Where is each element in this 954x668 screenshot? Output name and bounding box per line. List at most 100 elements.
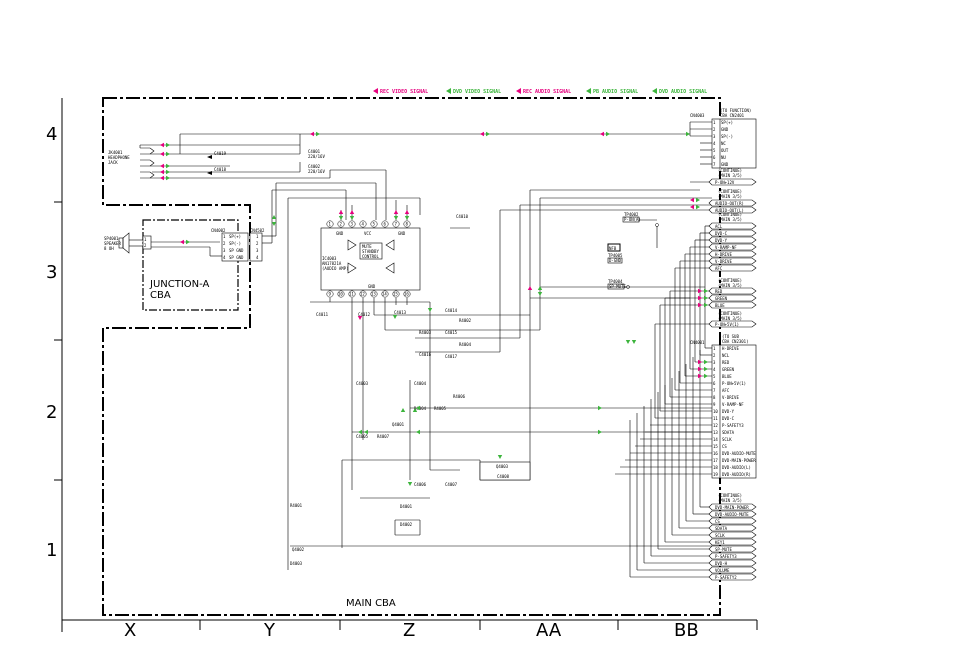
c4007-ref: C4007 <box>445 482 458 487</box>
flag-label: KEY1 <box>715 540 725 545</box>
signal-arrow <box>416 429 420 435</box>
svg-text:5: 5 <box>713 148 716 153</box>
q4002-ref: Q4001 <box>392 422 405 427</box>
ic4003-vcc-label: VCC <box>364 231 372 236</box>
q4003-box <box>479 461 531 481</box>
signal-arrow <box>497 455 503 459</box>
column-label-aa: AA <box>536 620 562 641</box>
signal-arrow <box>407 482 413 486</box>
svg-text:(MAIN 3/5): (MAIN 3/5) <box>718 283 742 288</box>
c4010-ref: C4010 <box>456 214 469 219</box>
flag-label: CS <box>715 519 720 524</box>
signal-arrow <box>160 151 164 157</box>
cn4002-ref: CN4002 <box>211 228 226 233</box>
signal-arrow <box>698 288 702 294</box>
cn4003-note-2: CBA CN2401 <box>720 113 745 118</box>
svg-text:NU: NU <box>721 155 726 160</box>
svg-text:5: 5 <box>373 222 376 227</box>
svg-text:TP4005: TP4005 <box>608 253 623 258</box>
svg-text:7: 7 <box>395 222 398 227</box>
ic4003-amp-1 <box>347 239 357 251</box>
legend-dvd-audio: DVD AUDIO SIGNAL <box>652 88 707 95</box>
cn4001-pin-number: 4 <box>713 367 716 372</box>
q4003-ref-2: Q4002 <box>292 547 305 552</box>
signal-arrow <box>358 429 362 435</box>
legend-rec-video: REC VIDEO SIGNAL <box>373 88 428 95</box>
svg-text:(CONTINUE): (CONTINUE) <box>718 212 742 217</box>
capacitor-c4002: C4002 220/16V <box>308 164 325 174</box>
signal-arrow <box>698 359 702 365</box>
signal-arrow <box>631 340 637 344</box>
cn4002-pin-number: 1 <box>223 234 226 239</box>
signal-arrow <box>704 302 708 308</box>
c4002-ref: C4002 <box>308 164 321 169</box>
signal-legend: REC VIDEO SIGNAL DVD VIDEO SIGNAL REC AU… <box>373 88 707 95</box>
flags-group-a: (CONTINUE) (MAIN 3/5) P-ON+12V <box>690 168 757 186</box>
flag-label: P-SAFETY3 <box>715 554 737 559</box>
c4013-ref: C4013 <box>394 310 407 315</box>
cn4502-ref: CN4502 <box>250 228 265 233</box>
signal-arrow <box>412 408 418 412</box>
cn4001-pin-name: DVD-AUDIO(R) <box>722 472 751 477</box>
legend-label-pb-audio: PB AUDIO SIGNAL <box>593 89 638 95</box>
cn4001-pin-name: P-ON+5V(1) <box>722 381 746 386</box>
svg-text:4: 4 <box>362 222 365 227</box>
signal-arrow <box>698 302 702 308</box>
svg-text:RED: RED <box>715 289 723 294</box>
signal-arrow <box>598 405 602 411</box>
flag-label: P-SAFETY2 <box>715 575 737 580</box>
signal-arrow <box>392 315 398 319</box>
signal-arrow <box>393 216 399 220</box>
testpoint-tp4002: TP4002 P-ON(A) <box>622 212 659 248</box>
signal-arrow <box>349 210 355 214</box>
speaker-label: SPEAKER <box>104 241 121 246</box>
column-label-z: Z <box>403 620 415 641</box>
d4002-ref-2: D4003 <box>290 561 303 566</box>
signal-arrows <box>160 131 708 486</box>
signal-arrow <box>393 210 399 214</box>
signal-arrow <box>598 429 602 435</box>
svg-text:V-RAMP-NF: V-RAMP-NF <box>715 245 737 250</box>
q4003-ref: Q4003 <box>496 464 509 469</box>
row-label-4: 4 <box>46 124 57 145</box>
r4001-ref: R4001 <box>290 503 303 508</box>
cn4001-pin-number: 1 <box>713 346 716 351</box>
signal-arrow <box>625 340 631 344</box>
svg-text:15: 15 <box>393 292 398 297</box>
cn4001-pin-name: AFC <box>722 388 730 393</box>
ic4003-gnd-label-3: GND <box>368 284 376 289</box>
legend-dvd-video: DVD VIDEO SIGNAL <box>446 88 501 95</box>
signal-arrow <box>357 316 363 320</box>
svg-text:(CONTINUE): (CONTINUE) <box>718 168 742 173</box>
signal-arrow <box>698 373 702 379</box>
cn4001-pin-number: 2 <box>713 353 716 358</box>
signal-arrow <box>698 295 702 301</box>
cn4001-pin-name: NCL <box>722 353 730 358</box>
component-labels: C4010 C4011 C4012 C4013 C4014 R4002 C401… <box>290 214 510 566</box>
signal-arrow <box>698 366 702 372</box>
c4004-ref: C4004 <box>414 381 427 386</box>
cn4001-pin-number: 19 <box>713 472 718 477</box>
flags-group-d: (CONTINUE) (MAIN 3/5) RED GREEN BLUE <box>708 278 757 309</box>
svg-text:DVD-C: DVD-C <box>715 231 728 236</box>
connector-cn4001: CN4001 (TO SUB CBA CN2301) <box>690 334 757 479</box>
cn4001-note-2: CBA CN2301) <box>722 339 749 344</box>
cn4001-pin-name: GREEN <box>722 367 735 372</box>
cn4001-pin-number: 6 <box>713 381 716 386</box>
signal-arrow <box>404 216 410 220</box>
cn4001-pin-number: 9 <box>713 402 716 407</box>
c4005-ref: C4005 <box>356 434 369 439</box>
signal-arrow <box>704 366 708 372</box>
signal-arrow <box>186 239 190 245</box>
svg-text:(MAIN 3/5): (MAIN 3/5) <box>718 173 742 178</box>
signal-arrow <box>704 359 708 365</box>
svg-text:9: 9 <box>329 292 332 297</box>
signal-arrow <box>271 215 277 219</box>
cn4001-pin-name: SDATA <box>722 430 735 435</box>
ic4003-gnd-label: GND <box>336 231 344 236</box>
signal-arrow <box>180 239 184 245</box>
flag-label: VOLUME <box>715 568 730 573</box>
junction-a-cba-label: CBA <box>150 290 171 301</box>
flag-label: DVD-MAIN-POWER <box>715 505 749 510</box>
svg-text:16: 16 <box>404 292 409 297</box>
